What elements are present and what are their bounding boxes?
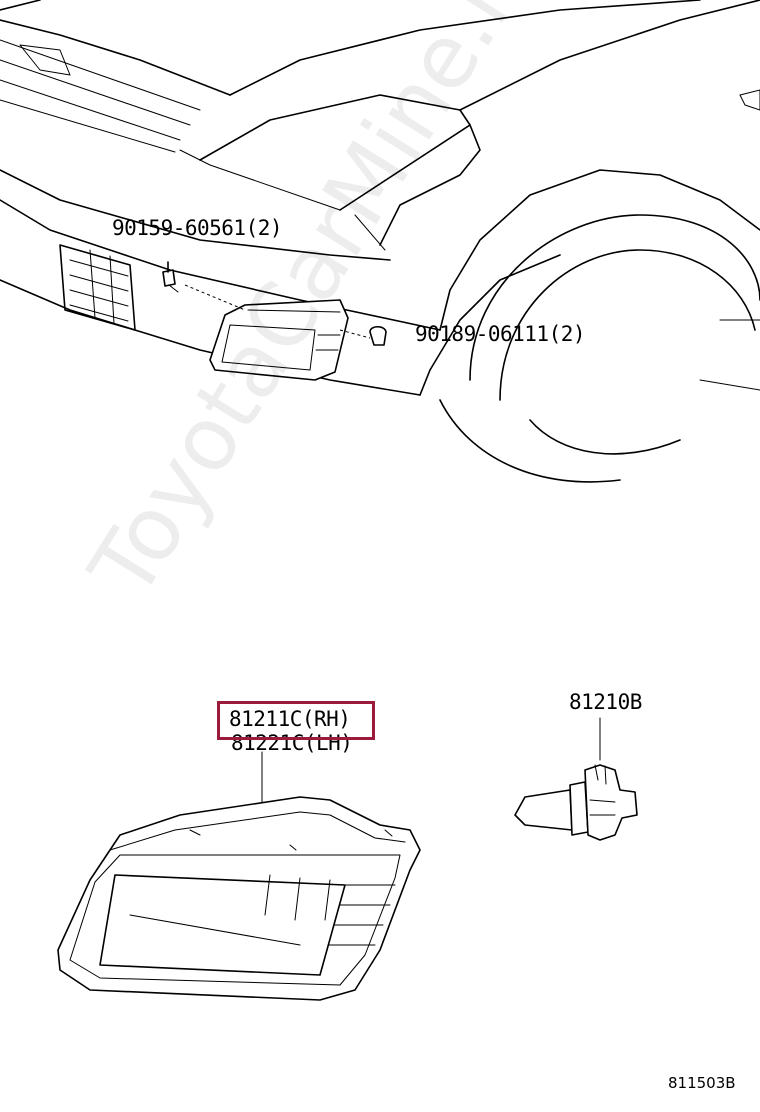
diagram-reference-code: 811503B <box>668 1074 736 1092</box>
lamp-rh-part-label[interactable]: 81211C(RH) <box>229 707 351 731</box>
bulb-part-label[interactable]: 81210B <box>569 690 642 714</box>
car-front-illustration <box>0 0 760 483</box>
bulb-illustration <box>514 717 638 841</box>
lamp-rh-highlight-box[interactable] <box>217 701 375 740</box>
corner-lamp-illustration <box>57 796 421 1001</box>
bolt-part-label[interactable]: 90159-60561(2) <box>112 216 283 240</box>
clip-part-label[interactable]: 90189-06111(2) <box>415 322 586 346</box>
